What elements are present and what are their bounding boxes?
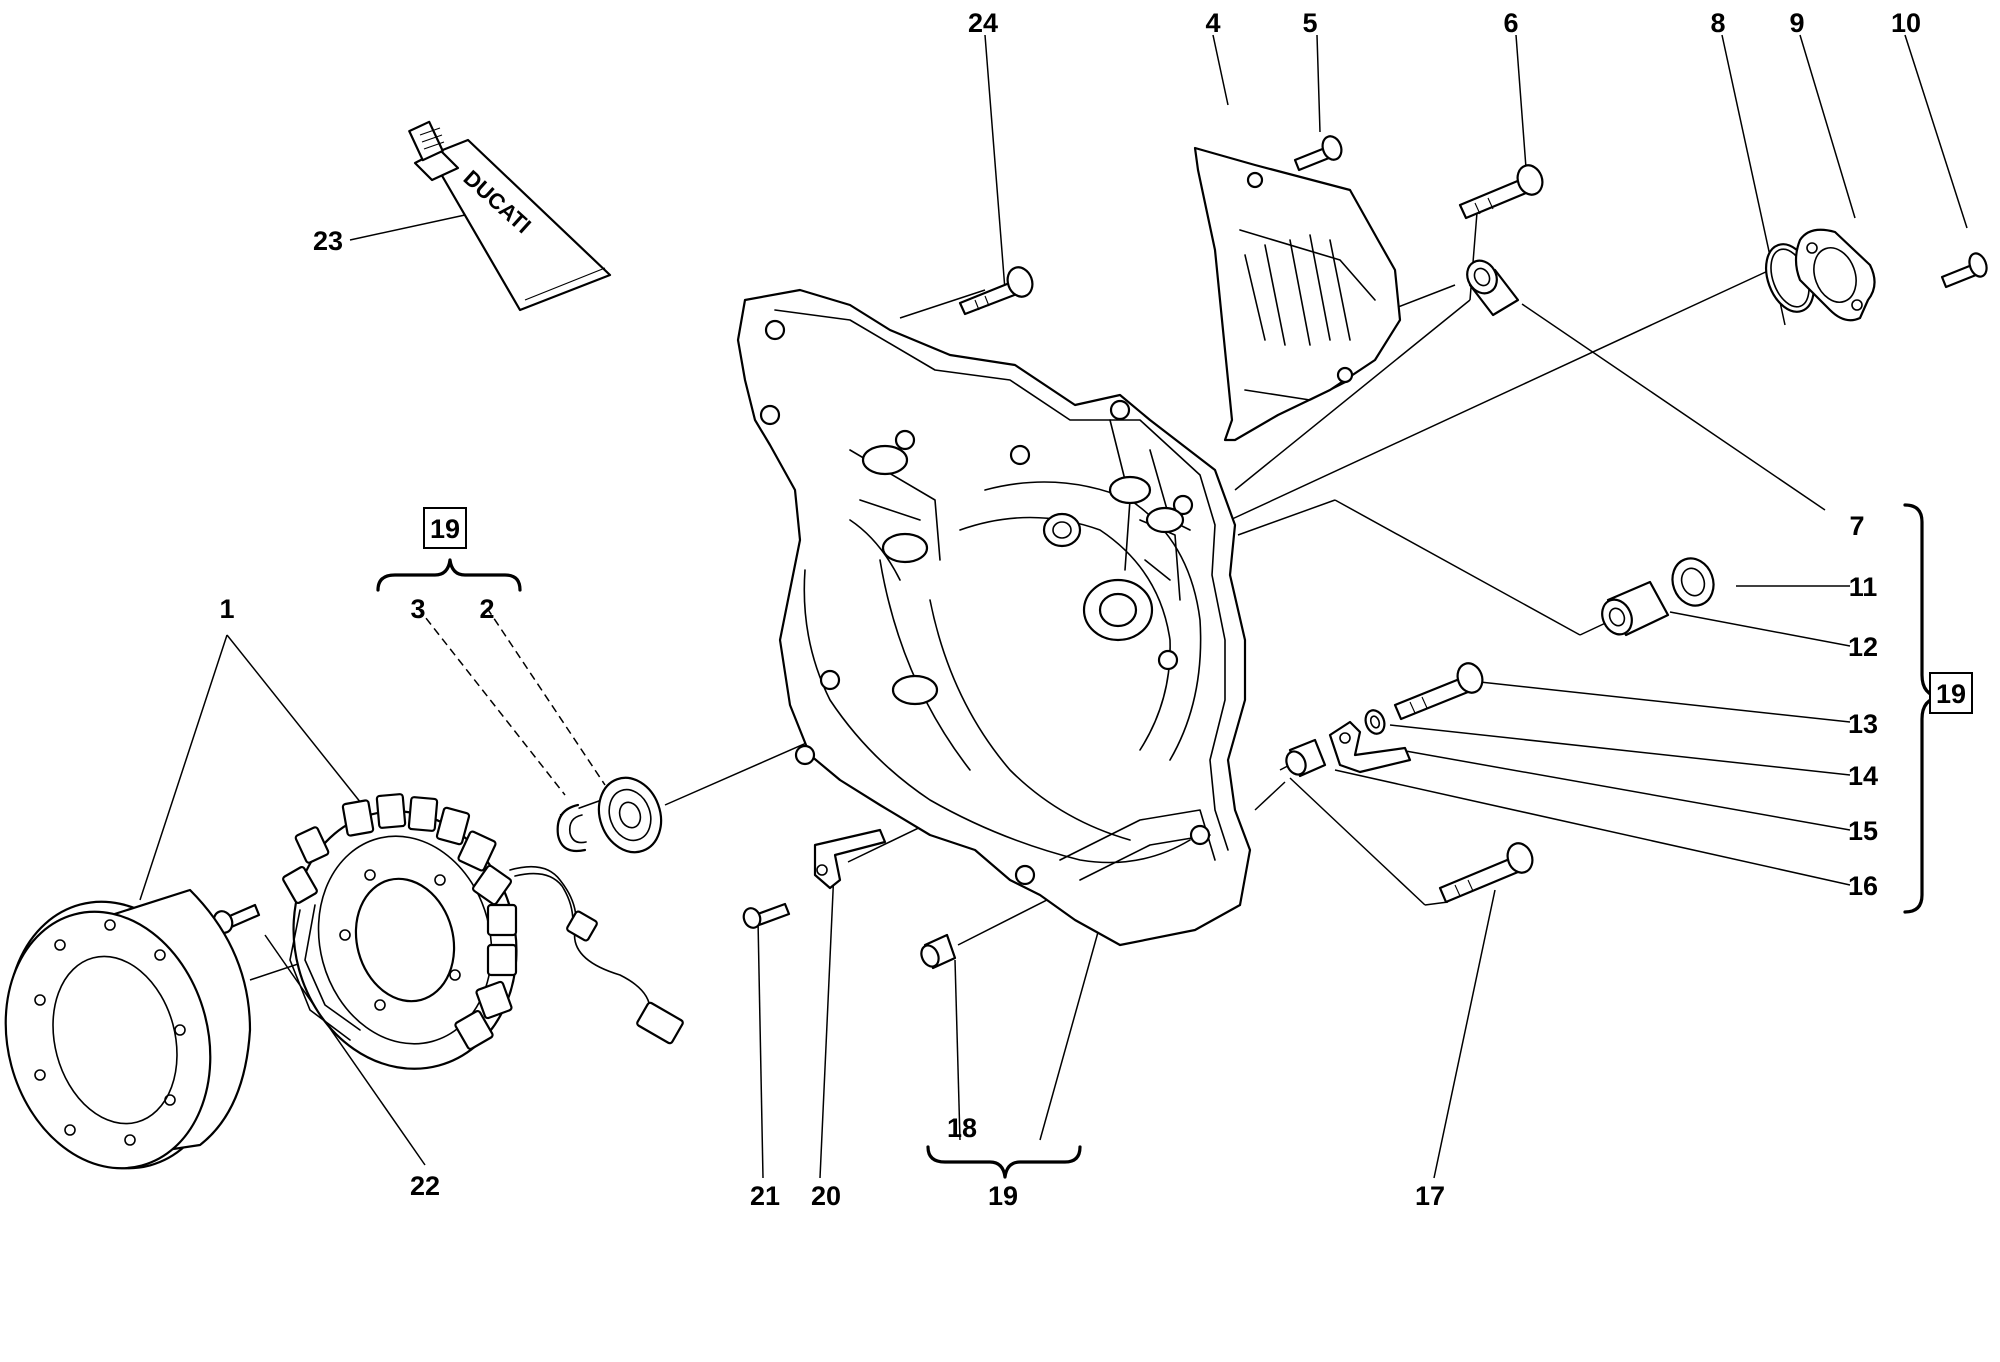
- callout-2: 2: [479, 594, 494, 624]
- clamp-part-20: [813, 828, 887, 890]
- callout-15: 15: [1848, 816, 1878, 846]
- spacer-part-16: [1285, 738, 1327, 778]
- callout-5: 5: [1302, 8, 1317, 38]
- callout-labels: 24 4 5 6 8 9 10 23 7 11 12 13 14 15 16 1…: [219, 8, 1921, 1211]
- callout-7: 7: [1849, 511, 1864, 541]
- stator-part-1: [282, 793, 684, 1070]
- callout-16: 16: [1848, 871, 1878, 901]
- circlip-part-3: [556, 803, 587, 853]
- dowel-part-18: [920, 933, 957, 970]
- screw-part-22: [212, 903, 261, 934]
- screw-part-5: [1293, 135, 1343, 172]
- bolt-part-24: [958, 266, 1034, 316]
- callout-24: 24: [968, 8, 998, 38]
- seal-part-11: [1671, 557, 1715, 607]
- screw-part-21: [742, 902, 791, 929]
- callout-13: 13: [1848, 709, 1878, 739]
- callout-8: 8: [1710, 8, 1725, 38]
- brace-kit-left: [376, 558, 522, 592]
- callout-1: 1: [219, 594, 234, 624]
- bracket-part-15: [1328, 720, 1412, 774]
- guard-plate-part-4: [1193, 146, 1402, 442]
- bolt-part-13: [1393, 662, 1484, 721]
- flange-part-9: [1794, 228, 1876, 322]
- callout-3: 3: [410, 594, 425, 624]
- brace-kit-bottom: [926, 1145, 1082, 1179]
- bearing-part-2: [597, 776, 663, 854]
- callout-6: 6: [1503, 8, 1518, 38]
- rotor-flywheel-part-1: [4, 888, 252, 1170]
- screw-part-10: [1940, 252, 1988, 289]
- callout-10: 10: [1891, 8, 1921, 38]
- washer-part-14: [1364, 709, 1386, 735]
- kit-box-left-label: 19: [430, 514, 460, 544]
- bushing-part-7: [1466, 259, 1520, 317]
- callout-18: 18: [947, 1113, 977, 1143]
- callout-11: 11: [1849, 572, 1878, 602]
- callout-9: 9: [1789, 8, 1804, 38]
- sealant-tube-part-23: DUCATI: [408, 120, 612, 312]
- callout-12: 12: [1848, 632, 1878, 662]
- callout-20: 20: [811, 1181, 841, 1211]
- callout-19-bottom: 19: [988, 1181, 1018, 1211]
- generator-cover: [736, 288, 1252, 947]
- kit-box-left: 19: [423, 507, 467, 549]
- bolt-part-6: [1458, 164, 1544, 220]
- callout-17: 17: [1415, 1181, 1445, 1211]
- callout-22: 22: [410, 1171, 440, 1201]
- callout-21: 21: [750, 1181, 780, 1211]
- callout-14: 14: [1848, 761, 1878, 791]
- callout-4: 4: [1205, 8, 1220, 38]
- callout-23: 23: [313, 226, 343, 256]
- kit-box-right: 19: [1929, 672, 1973, 714]
- bushing-part-12: [1601, 580, 1670, 637]
- bolt-part-17: [1438, 842, 1534, 904]
- kit-box-right-label: 19: [1936, 679, 1966, 709]
